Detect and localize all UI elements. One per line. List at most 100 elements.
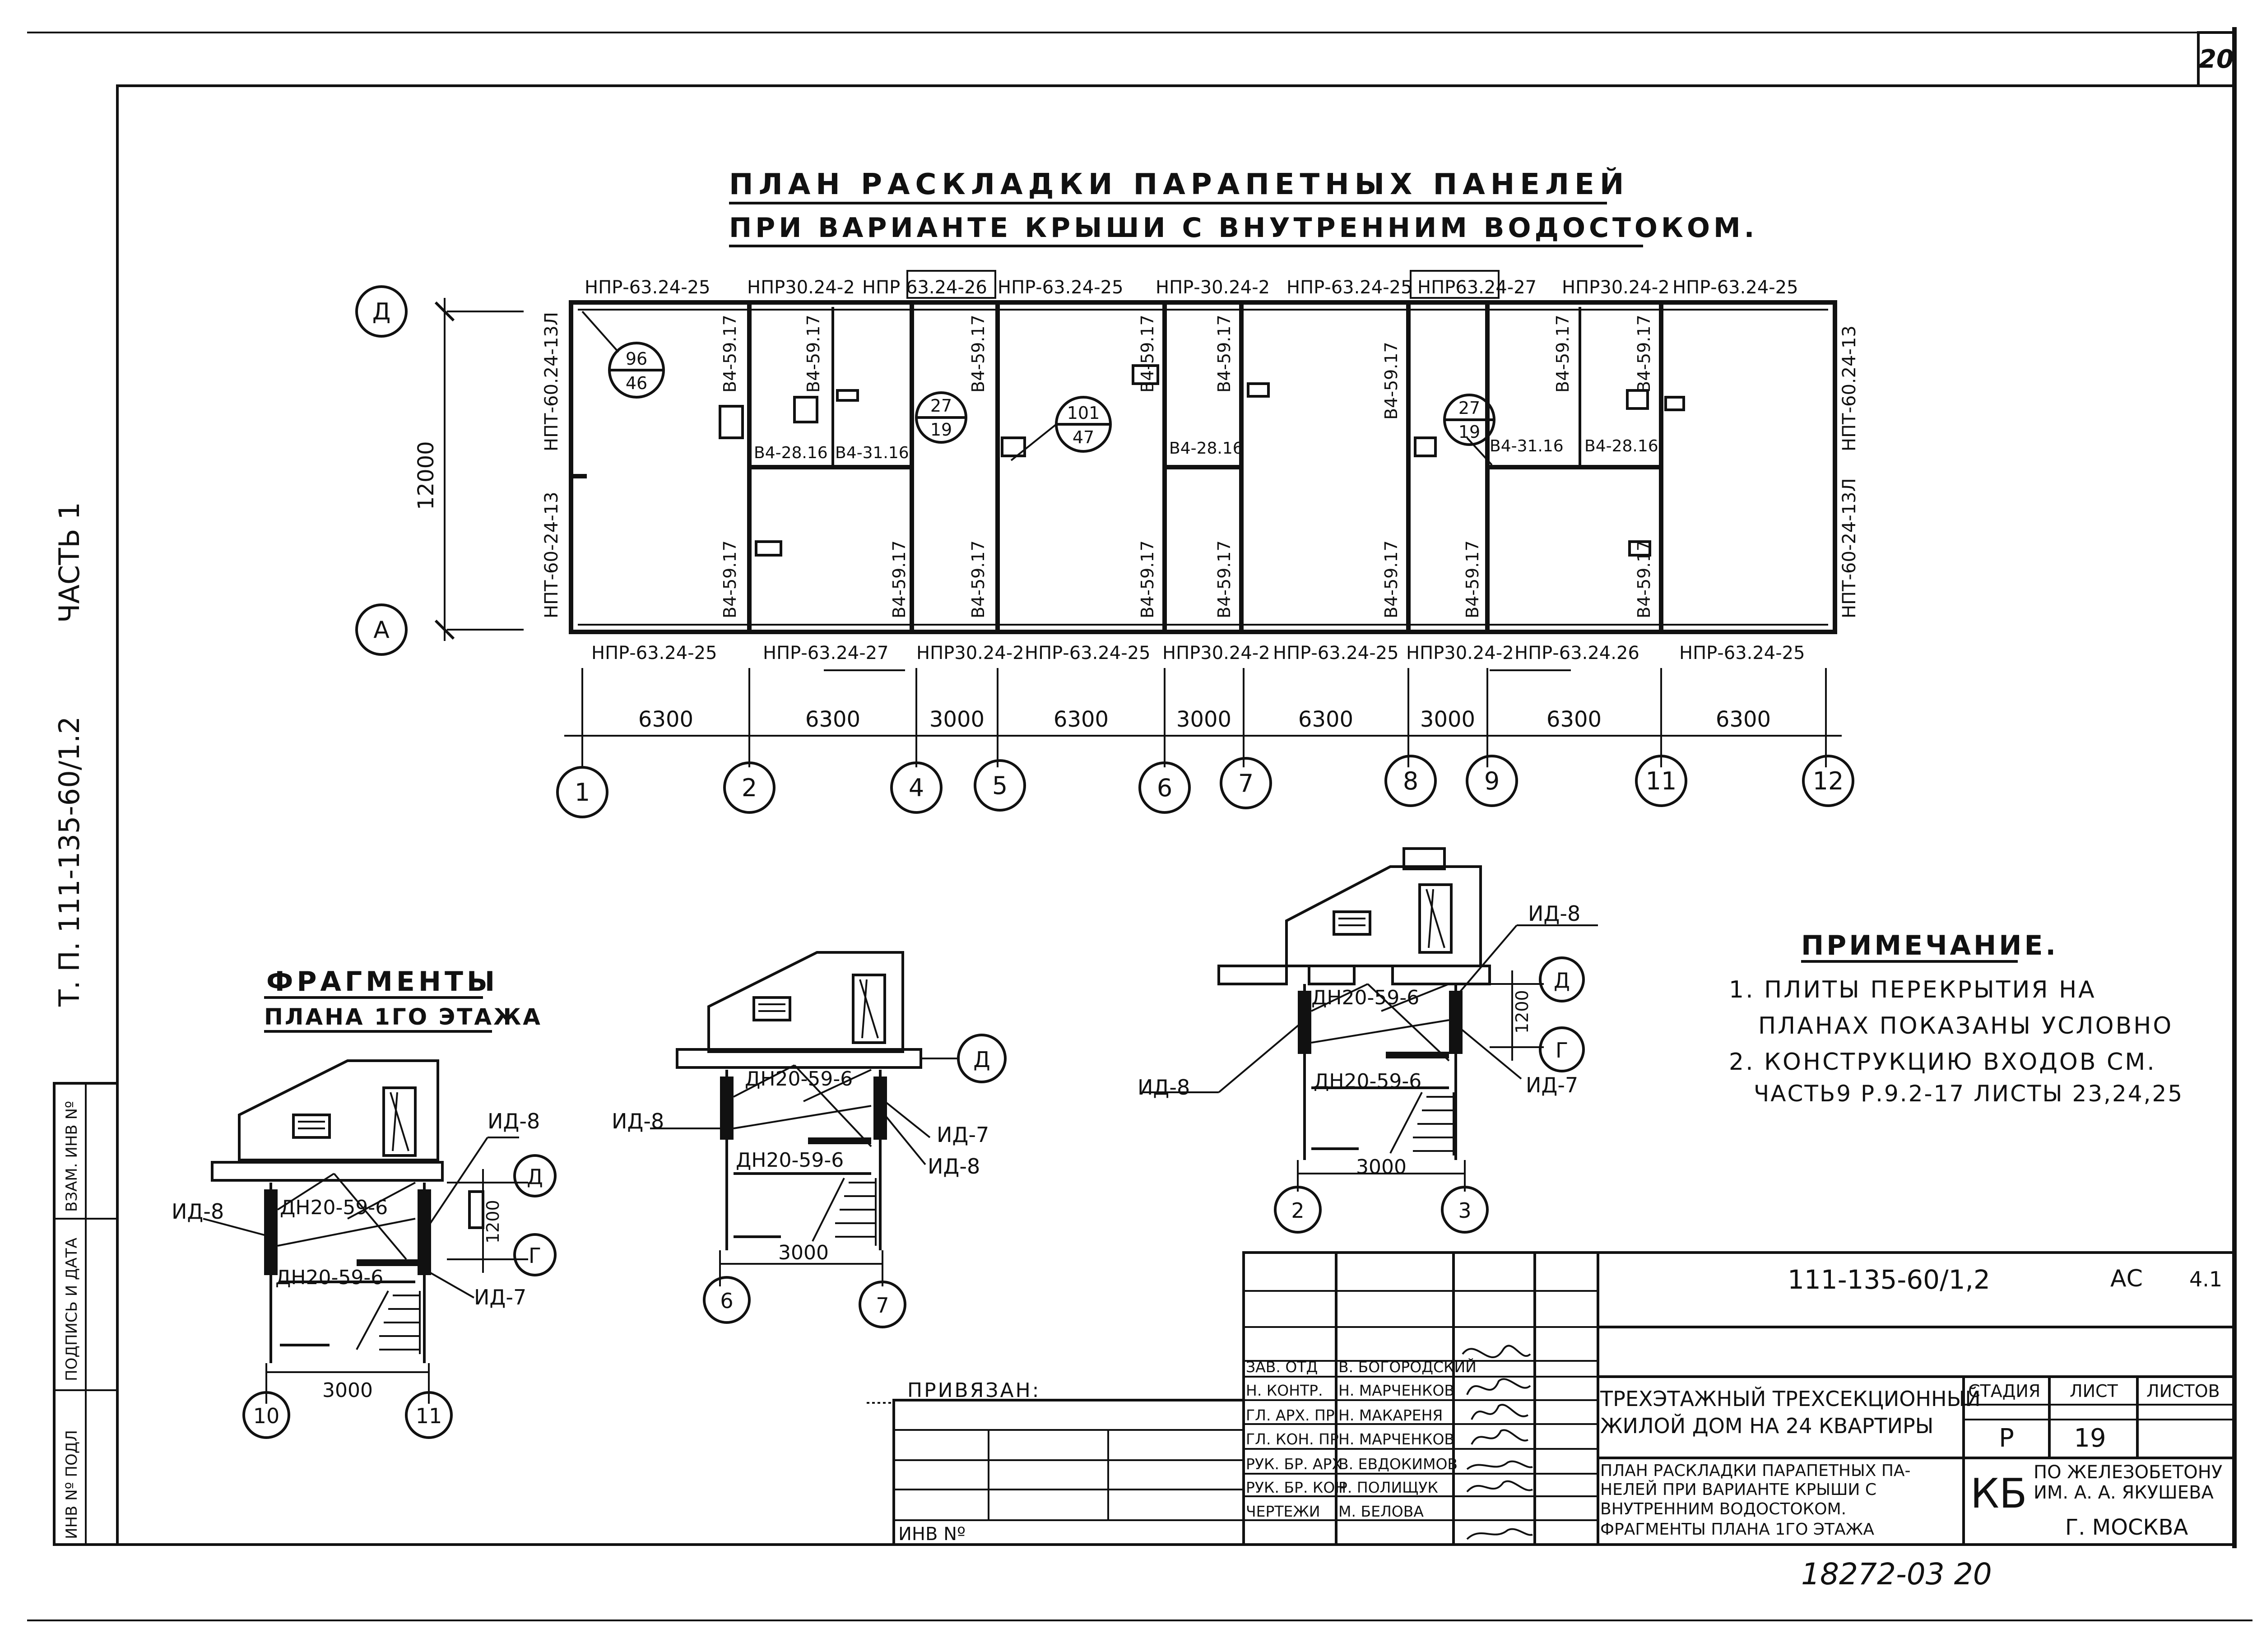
frag2-door-bottom: ДН20-59-6 (736, 1149, 844, 1172)
fragments-title-1: ФРАГМЕНТЫ (266, 966, 498, 998)
span-7: 3000 (1420, 707, 1475, 732)
tb-list: 19 (2074, 1424, 2106, 1453)
panel-misc-1: В4-28.16 (754, 444, 828, 462)
top-label-highlight-2 (1410, 270, 1500, 299)
tb-desc-4: ФРАГМЕНТЫ ПЛАНА 1ГО ЭТАЖА (1600, 1520, 1874, 1539)
span-dimension-line (564, 668, 1842, 767)
tb-project-1: ТРЕХЭТАЖНЫЙ ТРЕХСЕКЦИОННЫЙ (1600, 1387, 1981, 1411)
frag1-axis-10: 10 (253, 1404, 280, 1428)
tb-lists-header: ЛИСТОВ (2146, 1381, 2220, 1401)
top-label-highlight-1 (906, 270, 996, 299)
main-title-line1: ПЛАН РАСКЛАДКИ ПАРАПЕТНЫХ ПАНЕЛЕЙ (729, 167, 1629, 201)
frag1-dim-3000: 3000 (322, 1379, 373, 1402)
frag2-id7: ИД-7 (937, 1123, 989, 1147)
tb-ac: АС (2110, 1265, 2143, 1292)
tb-doc-code: 111-135-60/1,2 (1788, 1264, 1990, 1295)
frag1-dim-1200: 1200 (483, 1200, 503, 1244)
plan-marker-4-top: 27 (1458, 398, 1480, 418)
bottom-label-1: НПР-63.24-25 (591, 643, 717, 664)
bottom-label-9: НПР-63.24-25 (1679, 643, 1805, 664)
grid-axis-circles (556, 755, 1854, 818)
frag1-door-top: ДН20-59-6 (280, 1196, 388, 1219)
bottom-label-3: НПР30.24-2 (916, 643, 1024, 664)
frag1-axis-11: 11 (416, 1404, 442, 1428)
left-label-2: НПТ-60.24-13Л (541, 312, 562, 451)
panel-b459-6: В4-59.17 (1381, 342, 1401, 420)
frag2-id8-left: ИД-8 (612, 1109, 664, 1133)
frag1-id8-left: ИД-8 (172, 1199, 224, 1224)
tb-name-2: Н. МАРЧЕНКОВ (1338, 1382, 1454, 1399)
panel-b459-10: В4-59.17 (889, 540, 909, 618)
tb-role-6: РУК. БР. КОН (1246, 1479, 1346, 1496)
side-stamp-replace: ВЗАМ. ИНВ Nº (63, 1101, 81, 1212)
plan-marker-4 (1443, 394, 1495, 466)
right-label-1: НПТ-60-24-13Л (1839, 478, 1860, 618)
span-9: 6300 (1716, 707, 1771, 732)
plan-axis-bottom: А (373, 617, 390, 644)
fragment-1 (203, 1059, 557, 1439)
tb-desc-1: ПЛАН РАСКЛАДКИ ПАРАПЕТНЫХ ПА- (1600, 1462, 1911, 1480)
bottom-label-5: НПР30.24-2 (1162, 643, 1270, 664)
plan-marker-3 (1010, 396, 1112, 461)
tb-name-6: Р. ПОЛИЩУК (1338, 1479, 1438, 1496)
bottom-label-8: НПР-63.24.26 (1514, 643, 1639, 664)
frag3-axis-d: Д (1554, 968, 1570, 993)
plan-marker-3-top: 101 (1067, 403, 1100, 423)
frag3-id7: ИД-7 (1526, 1073, 1578, 1097)
plan-marker-4-bottom: 19 (1458, 422, 1480, 442)
bottom-label-6: НПР-63.24-25 (1273, 643, 1399, 664)
tb-desc-3: ВНУТРЕННИМ ВОДОСТОКОМ. (1600, 1500, 1846, 1518)
tb-role-3: ГЛ. АРХ. ПР (1246, 1406, 1335, 1424)
top-label-6: НПР-63.24-25 (1286, 277, 1412, 298)
panel-b459-1: В4-59.17 (720, 315, 740, 393)
note-line-3: 2. КОНСТРУКЦИЮ ВХОДОВ СМ. (1729, 1049, 2156, 1076)
side-stamp-inv: ИНВ Nº ПОДЛ (63, 1430, 81, 1539)
tb-project-2: ЖИЛОЙ ДОМ НА 24 КВАРТИРЫ (1600, 1414, 1933, 1438)
panel-misc-3: В4-28.16 (1169, 439, 1243, 458)
sheet-number: 20 (2199, 45, 2234, 74)
frag1-axis-g: Г (529, 1244, 541, 1268)
grid-axis-6: 6 (1157, 774, 1172, 802)
bottom-label-2: НПР-63.24-27 (763, 643, 889, 664)
frag2-axis-7: 7 (876, 1293, 889, 1318)
note-line-2: ПЛАНАХ ПОКАЗАНЫ УСЛОВНО (1758, 1012, 2173, 1039)
bottom-label-4: НПР-63.24-25 (1025, 643, 1151, 664)
frag3-door-bottom: ДН20-59-6 (1314, 1070, 1421, 1093)
left-label-1: НПТ-60-24-13 (541, 492, 562, 618)
frag1-door-bottom: ДН20-59-6 (275, 1266, 383, 1289)
tb-sheet-code: 4.1 (2189, 1267, 2222, 1291)
frag1-id7: ИД-7 (474, 1285, 526, 1309)
panel-b459-15: В4-59.17 (1463, 540, 1482, 618)
grid-axis-7: 7 (1238, 769, 1254, 798)
top-label-8: НПР30.24-2 (1562, 277, 1670, 298)
tb-privyazan: ПРИВЯЗАН: (907, 1379, 1041, 1402)
top-label-3: НПР 63.24-26 (862, 277, 987, 298)
frag3-dim-1200: 1200 (1512, 990, 1532, 1034)
top-label-5: НПР-30.24-2 (1156, 277, 1270, 298)
frag3-door-top: ДН20-59-6 (1311, 986, 1419, 1009)
span-5: 3000 (1176, 707, 1231, 732)
plan-marker-1-bottom: 46 (626, 373, 647, 393)
tb-name-4: Н. МАРЧЕНКОВ (1338, 1430, 1454, 1448)
plan-marker-2-top: 27 (930, 396, 952, 416)
span-6: 6300 (1298, 707, 1353, 732)
frag3-axis-2: 2 (1291, 1198, 1304, 1223)
plan-axis-top: Д (372, 298, 391, 325)
panel-b459-16: В4-59.17 (1634, 540, 1654, 618)
panel-b459-4: В4-59.17 (1138, 315, 1157, 393)
fragment-3 (1142, 847, 1598, 1234)
top-label-1: НПР-63.24-25 (585, 277, 711, 298)
plan-marker-1-top: 96 (626, 349, 647, 369)
span-8: 6300 (1546, 707, 1602, 732)
panel-b459-14: В4-59.17 (1381, 540, 1401, 618)
tb-signatures (1462, 1345, 1533, 1540)
panel-misc-5: В4-28.16 (1584, 437, 1658, 455)
grid-axis-5: 5 (992, 771, 1008, 800)
top-label-9: НПР-63.24-25 (1672, 277, 1798, 298)
frag2-id8-right: ИД-8 (928, 1154, 980, 1179)
panel-b459-13: В4-59.17 (1214, 540, 1234, 618)
tb-name-5: В. ЕВДОКИМОВ (1338, 1455, 1458, 1473)
right-label-2: НПТ-60.24-13 (1839, 325, 1860, 451)
frag3-id8-top: ИД-8 (1528, 901, 1580, 926)
frag1-id8-right: ИД-8 (488, 1109, 540, 1133)
